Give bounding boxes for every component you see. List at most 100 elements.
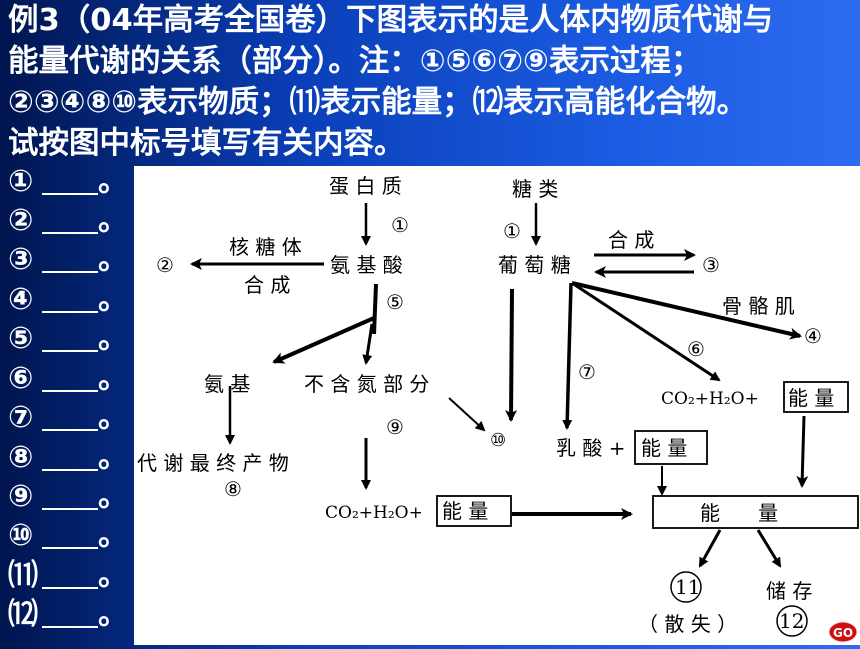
answer-blank-line[interactable]: [42, 525, 98, 549]
blank-period: 。: [98, 479, 128, 514]
label-12: 12: [779, 609, 804, 633]
question-line-4: 试按图中标号填写有关内容。: [8, 126, 405, 161]
question-line-3: ②③④⑧⑩表示物质；⑾表示能量；⑿表示高能化合物。: [8, 85, 748, 120]
blank-period: 。: [98, 597, 128, 632]
energy-main-text: 能 量: [700, 501, 778, 525]
answer-blank-line[interactable]: [42, 249, 98, 273]
lactic-acid-label: 乳 酸 +: [556, 436, 625, 460]
line-amino-down: [372, 283, 378, 335]
answer-blank-line[interactable]: [42, 604, 98, 628]
label-2: ②: [156, 253, 174, 277]
arrow-down-to-label10: [505, 288, 518, 422]
label-3: ③: [702, 253, 720, 277]
arrow-glucose-to-muscle: [571, 281, 802, 340]
blank-number: ⑩: [8, 518, 34, 553]
blank-row: ④。: [8, 281, 128, 319]
energy-lactic-text: 能 量: [641, 436, 687, 460]
blank-period: 。: [98, 440, 128, 475]
question-header: 例3（04年高考全国卷）下图表示的是人体内物质代谢与 能量代谢的关系（部分）。注…: [8, 0, 856, 164]
answer-blank-line[interactable]: [42, 447, 98, 471]
blank-period: 。: [98, 203, 128, 238]
co2-h2o-bottom: CO₂+H₂O+: [325, 503, 423, 523]
co2-h2o-right: CO₂+H₂O+: [661, 389, 759, 409]
ribosome-label: 核 糖 体: [229, 235, 302, 259]
blank-number: ⑿: [8, 597, 38, 632]
blank-number: ②: [8, 203, 34, 238]
blank-row: ②。: [8, 202, 128, 240]
question-line-1: 例3（04年高考全国卷）下图表示的是人体内物质代谢与: [8, 3, 774, 38]
blank-row: ③。: [8, 241, 128, 279]
label-4: ④: [804, 324, 822, 348]
arrow-amino-to-nonn: [362, 323, 374, 365]
amino-group-label: 氨 基: [204, 372, 250, 396]
circle-11: [670, 571, 702, 603]
blank-number: ④: [8, 282, 34, 317]
storage-label: 储 存: [766, 579, 812, 603]
diagram-circles: [670, 571, 808, 637]
blank-number: ③: [8, 242, 34, 277]
answer-blank-line[interactable]: [42, 486, 98, 510]
label-1a: ①: [391, 213, 409, 237]
energy-main-box: [652, 495, 859, 529]
metabolic-products-label: 代 谢 最 终 产 物: [137, 451, 289, 475]
protein-label: 蛋 白 质: [329, 174, 402, 198]
answer-blank-line[interactable]: [42, 328, 98, 352]
arrow-nonn-to-label10: [448, 397, 486, 432]
synthesis-right: 合 成: [608, 228, 654, 252]
blank-number: ⑥: [8, 361, 34, 396]
blank-row: ⑿。: [8, 596, 128, 634]
blank-row: ⑾。: [8, 557, 128, 595]
energy-box-bottom: [436, 495, 512, 527]
label-11: 11: [675, 575, 700, 599]
blank-number: ①: [8, 164, 34, 199]
blank-number: ⑨: [8, 479, 34, 514]
answer-blank-line[interactable]: [42, 368, 98, 392]
label-8: ⑧: [224, 477, 242, 501]
answer-blank-line[interactable]: [42, 565, 98, 589]
go-button-label: GO: [833, 626, 853, 640]
blank-number: ⑦: [8, 400, 34, 435]
arrow-glucose-to-co2: [571, 281, 721, 382]
label-1b: ①: [503, 219, 521, 243]
amino-acid-label: 氨 基 酸: [330, 253, 403, 277]
blank-row: ⑧。: [8, 439, 128, 477]
label-10: ⑩: [490, 430, 506, 451]
blank-row: ①。: [8, 163, 128, 201]
blank-period: 。: [98, 242, 128, 277]
circle-12: [776, 605, 808, 637]
blank-period: 。: [98, 558, 128, 593]
blank-number: ⑤: [8, 321, 34, 356]
energy-bottom-text: 能 量: [442, 499, 488, 523]
diagram-boxes: [436, 381, 859, 529]
label-5: ⑤: [386, 290, 404, 314]
label-6: ⑥: [687, 337, 705, 361]
sugar-label: 糖 类: [512, 177, 558, 201]
blank-period: 。: [98, 164, 128, 199]
blank-period: 。: [98, 321, 128, 356]
blank-number: ⑾: [8, 558, 38, 593]
arrow-amino-to-group: [272, 316, 375, 364]
arrow-main-to-11: [698, 529, 722, 568]
non-nitrogen-label: 不 含 氮 部 分: [304, 372, 429, 396]
blank-row: ⑥。: [8, 360, 128, 398]
energy-box-right: [783, 381, 849, 413]
arrow-energyright-down: [796, 415, 809, 488]
blank-period: 。: [98, 518, 128, 553]
arrow-glucose-to-lactic: [562, 282, 573, 430]
label-7: ⑦: [578, 360, 596, 384]
blank-period: 。: [98, 361, 128, 396]
go-button[interactable]: GO: [828, 619, 858, 643]
answer-blank-line[interactable]: [42, 171, 98, 195]
skeletal-muscle-label: 骨 骼 肌: [722, 294, 795, 318]
answer-blank-line[interactable]: [42, 210, 98, 234]
answer-blank-line[interactable]: [42, 289, 98, 313]
diagram-arrows: [190, 203, 809, 568]
blank-row: ⑤。: [8, 320, 128, 358]
blank-row: ⑨。: [8, 478, 128, 516]
answer-blank-line[interactable]: [42, 407, 98, 431]
blank-number: ⑧: [8, 440, 34, 475]
energy-box-lactic: [634, 430, 708, 465]
blank-row: ⑦。: [8, 399, 128, 437]
blank-row: ⑩。: [8, 517, 128, 555]
arrow-main-to-storage: [756, 529, 782, 568]
